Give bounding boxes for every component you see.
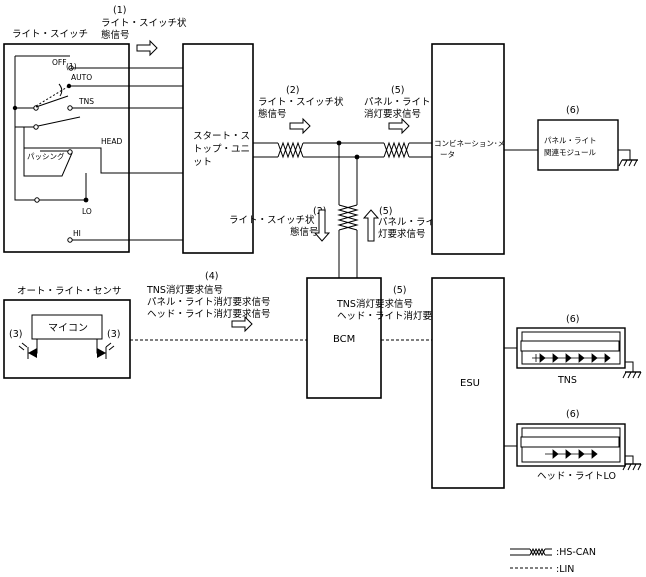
- sw-lever: [35, 95, 69, 108]
- bcm-box: [306, 277, 382, 399]
- signal-4-line3: ヘッド・ライト消灯要求信号: [147, 308, 271, 320]
- start-stop-line3: ット: [193, 157, 212, 168]
- start-stop-box: [182, 43, 254, 254]
- esu-box: [431, 277, 505, 489]
- signal-2a-line2: 態信号: [258, 108, 287, 120]
- combination-meter-line2: ータ: [440, 150, 455, 159]
- sw-head-pivot: [33, 124, 39, 130]
- sw-head-label: HEAD: [101, 137, 123, 146]
- light-switch-title: ライト・スイッチ: [12, 29, 88, 40]
- panel-module-box: [537, 119, 619, 171]
- sw-hi-contact: [67, 237, 73, 243]
- signal-2a-number: (2): [286, 85, 299, 96]
- esu-label: ESU: [460, 378, 480, 389]
- signal-3l-number: (3): [9, 329, 22, 340]
- microcomputer-box: [31, 314, 103, 340]
- sw-passing-wire: [23, 148, 73, 177]
- head-light-lo-label: ヘッド・ライトLO: [537, 471, 616, 482]
- signal-5a-number: (5): [391, 85, 404, 96]
- photodiode-left-icon: [28, 348, 37, 358]
- sw-pivot: [33, 105, 39, 111]
- sw-head-wire: [23, 127, 183, 174]
- sw-passing-label: パッシング: [27, 151, 65, 161]
- legend: :HS-CAN :LIN: [510, 547, 596, 575]
- signal-2b-line2: 態信号: [290, 226, 319, 238]
- tns-label: TNS: [557, 375, 577, 386]
- signal-5a-arrow: [388, 117, 410, 135]
- sw-tns-label: TNS: [78, 97, 94, 106]
- combination-meter: コンビネーション･メ ータ: [431, 43, 505, 255]
- start-stop-unit: スタート・ス トップ・ユニ ット: [182, 43, 254, 254]
- combination-meter-line1: コンビネーション･メ: [434, 139, 505, 148]
- sw-auto-label: AUTO: [71, 73, 92, 82]
- signal-1-line1: ライト・スイッチ状: [101, 17, 187, 29]
- signal-5c-number: (5): [393, 285, 406, 296]
- panel-module-line2: 関連モジュール: [544, 147, 596, 157]
- signal-2b-line1: ライト・スイッチ状: [229, 214, 315, 226]
- signal-2b-arrow: [313, 209, 331, 242]
- signal-1-number: (1): [113, 5, 126, 16]
- sw-passing-contact: [67, 149, 73, 155]
- panel-module-line1: パネル・ライト: [544, 136, 597, 145]
- signal-5a-line1: パネル・ライト: [364, 97, 431, 108]
- tns-led-icons: [532, 353, 611, 363]
- signal-6a-number: (6): [566, 105, 579, 116]
- bcm: BCM: [306, 277, 382, 399]
- head-light-lo-lamp: ヘッド・ライトLO: [504, 423, 642, 482]
- tns-led-strip: [520, 340, 620, 352]
- signal-4-arrow: [231, 315, 253, 333]
- sw-dashed-lever: [35, 85, 70, 107]
- signal-4-number: (4): [205, 271, 218, 282]
- signal-2a-line1: ライト・スイッチ状: [258, 96, 344, 108]
- signal-4-line1: TNS消灯要求信号: [146, 284, 223, 296]
- head-led-strip: [520, 436, 620, 448]
- signal-5b-arrow: [362, 209, 380, 242]
- sw-head-lever: [37, 116, 81, 127]
- head-led-icons: [545, 449, 598, 459]
- bcm-label: BCM: [333, 334, 355, 345]
- sw-lo-label: LO: [82, 207, 92, 216]
- sw-arrow-arc: [58, 83, 63, 97]
- esu: ESU: [431, 277, 505, 489]
- signal-5a-line2: 消灯要求信号: [364, 108, 421, 120]
- signal-5c-line2: ヘッド・ライト消灯要求信号: [337, 310, 461, 322]
- start-stop-line2: トップ・ユニ: [193, 144, 250, 155]
- sw-hi-label: HI: [73, 229, 81, 238]
- sw-n1-label: (1): [66, 62, 77, 71]
- signal-6b-number: (6): [566, 314, 579, 325]
- signal-1-line2: 態信号: [101, 29, 130, 41]
- panel-light-module: パネル・ライト 関連モジュール: [537, 119, 638, 171]
- tns-lamp: TNS: [504, 327, 642, 386]
- sw-lo-contact-a: [34, 197, 40, 203]
- legend-hs-can-label: :HS-CAN: [556, 547, 596, 558]
- photodiode-right-icon: [97, 348, 106, 358]
- can-bus-vertical: [337, 143, 359, 278]
- signal-5b-number: (5): [379, 206, 392, 217]
- switch-rail: [14, 56, 35, 201]
- signal-2a-arrow: [289, 117, 311, 135]
- auto-light-sensor: マイコン (3) (3): [3, 299, 131, 379]
- legend-hs-can-symbol: [510, 547, 552, 557]
- signal-5b-line2: 灯要求信号: [378, 228, 426, 240]
- signal-3r-number: (3): [107, 329, 120, 340]
- sw-off-label: OFF: [52, 58, 67, 67]
- auto-light-sensor-title: オート・ライト・センサ: [17, 286, 122, 297]
- microcomputer-label: マイコン: [48, 323, 88, 334]
- signal-5c-line1: TNS消灯要求信号: [336, 298, 413, 310]
- sw-tns-contact: [67, 105, 73, 111]
- legend-lin-label: :LIN: [556, 564, 574, 575]
- light-switch-box: [3, 43, 130, 253]
- light-switch: ライト・スイッチ OFF AUTO (1) TNS HEAD パッシング: [3, 29, 183, 253]
- signal-6c-number: (6): [566, 409, 579, 420]
- combination-meter-box: [431, 43, 505, 255]
- signal-1-arrow: [136, 39, 158, 57]
- signal-4-line2: パネル・ライト消灯要求信号: [147, 296, 271, 308]
- start-stop-line1: スタート・ス: [193, 131, 250, 142]
- can-bus-main: [253, 140, 432, 160]
